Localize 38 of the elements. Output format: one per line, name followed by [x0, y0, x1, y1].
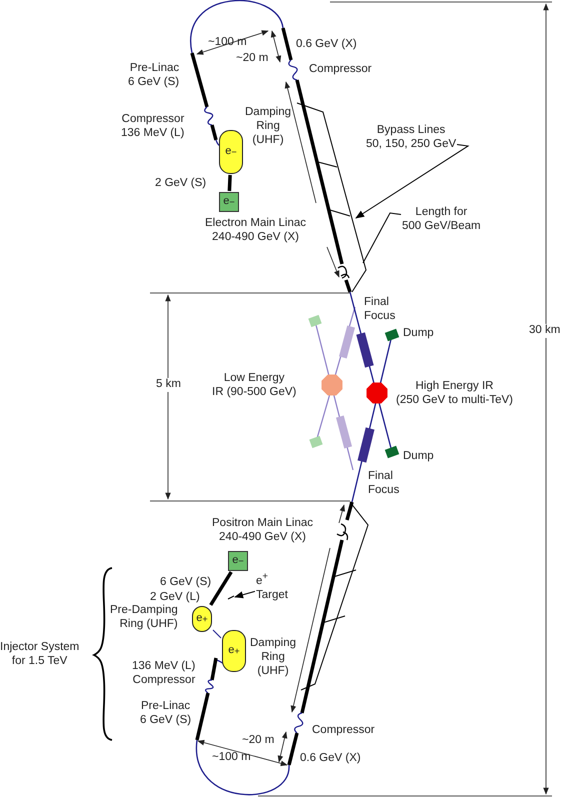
- annotation-text: High Energy IR (250 GeV to multi-TeV): [396, 380, 513, 408]
- dimension-label: ~20 m: [236, 52, 268, 66]
- annotation-text: Compressor: [309, 63, 372, 77]
- annotation-text: Compressor: [312, 724, 375, 738]
- callout-text: e$^{+}$ Target: [256, 571, 288, 602]
- beam-line: [212, 630, 222, 638]
- annotation-text: 136 MeV (L) Compressor: [132, 660, 196, 688]
- annotation-text: Positron Main Linac 240-490 GeV (X): [212, 517, 313, 545]
- leader-line: [362, 212, 402, 264]
- annotation-text: Pre-Linac 6 GeV (S): [140, 700, 192, 728]
- annotation-text: Compressor 136 MeV (L): [121, 113, 184, 141]
- dimension-label: ~20 m: [242, 734, 274, 748]
- dimension-label: 30 km: [529, 324, 560, 338]
- ring-label: Pre-Damping Ring (UHF): [110, 604, 178, 632]
- annotation-text: Final Focus: [368, 470, 400, 498]
- annotation-text: Low Energy IR (90-500 GeV): [212, 372, 296, 400]
- leader-line: [355, 144, 470, 218]
- annotation-text: Dump: [403, 327, 434, 341]
- annotation-text: 0.6 GeV (X): [296, 38, 357, 52]
- beam-line: [228, 174, 232, 192]
- callout-text: Bypass Lines 50, 150, 250 GeV: [366, 124, 456, 152]
- dimension-label: ~100 m: [212, 751, 251, 765]
- callout-text: Length for 500 GeV/Beam: [402, 206, 481, 234]
- beam-line: [209, 571, 233, 606]
- annotation-text: Injector System for 1.5 TeV: [0, 641, 80, 669]
- ring-label: Damping Ring (UHF): [245, 106, 292, 148]
- ring-label: Damping Ring (UHF): [250, 637, 296, 678]
- annotation-text: 2 GeV (S): [155, 177, 206, 191]
- annotation-text: 2 GeV (L): [150, 591, 200, 604]
- annotation-text: 0.6 GeV (X): [300, 752, 361, 766]
- dimension-label: ~100 m: [208, 36, 247, 50]
- leader-line: [234, 590, 256, 598]
- annotation-text: 6 GeV (S): [160, 576, 212, 590]
- annotation-text: Dump: [403, 450, 434, 464]
- dimension-label: 5 km: [156, 378, 181, 392]
- annotation-text: Electron Main Linac 240-490 GeV (X): [205, 217, 306, 245]
- annotation-text: Final Focus: [364, 296, 396, 324]
- annotation-text: Pre-Linac 6 GeV (S): [128, 62, 180, 90]
